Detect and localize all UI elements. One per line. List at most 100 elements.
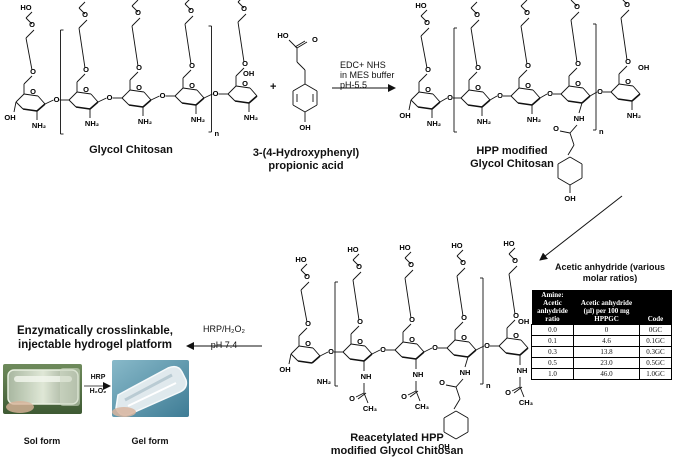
bond	[520, 0, 528, 7]
bond	[184, 3, 192, 11]
bond	[150, 95, 160, 101]
amine-label: NH₂	[244, 113, 258, 122]
glycosidic-oxygen-label: O	[484, 341, 490, 350]
ring-oxygen-label: O	[409, 335, 415, 344]
bond	[468, 71, 478, 81]
ether-oxygen-label: O	[29, 20, 35, 29]
step2-conditions: Acetic anhydride (various molar ratios)	[545, 262, 675, 284]
bond	[290, 353, 299, 362]
table-header-row: Amine: Acetic anhydride ratio Acetic anh…	[531, 290, 672, 325]
table-cell: 46.0	[573, 368, 640, 380]
amine-label: NH₂	[627, 111, 641, 120]
bond	[248, 95, 258, 104]
bond	[76, 91, 92, 95]
bond	[569, 132, 575, 146]
bond	[431, 101, 441, 110]
bond	[15, 101, 24, 110]
bond	[468, 89, 484, 93]
amine-label: NH₂	[317, 377, 331, 386]
carbonyl-oxygen-label: O	[312, 35, 318, 44]
ether-oxygen-label: O	[356, 262, 362, 271]
bond	[455, 378, 464, 388]
glycosidic-oxygen-label: O	[213, 89, 219, 98]
bond	[237, 13, 247, 23]
bond	[578, 102, 583, 114]
hydroxyl-label: OH	[243, 69, 254, 78]
bond	[508, 265, 518, 275]
hydroxyl-label: OH	[518, 317, 529, 326]
bond	[78, 27, 86, 69]
bond	[404, 257, 412, 265]
ether-oxygen-label: O	[524, 8, 530, 17]
bond	[363, 392, 369, 404]
bond	[508, 247, 516, 255]
bond	[292, 104, 306, 113]
bond	[131, 5, 139, 13]
bond	[620, 17, 628, 61]
glycosidic-oxygen-label: O	[160, 91, 166, 100]
bond	[75, 106, 91, 110]
ether-oxygen-label: O	[461, 313, 467, 322]
bond	[569, 124, 578, 134]
bond	[297, 360, 313, 364]
bond	[408, 99, 412, 111]
bond	[298, 345, 314, 349]
hydroxyl-label: HO	[415, 1, 426, 10]
bond	[311, 355, 321, 364]
table-cell: 0.5	[531, 357, 574, 369]
bond	[632, 85, 641, 95]
ether-oxygen-label: O	[424, 18, 430, 27]
table-cell: 23.0	[573, 357, 640, 369]
amide-nh-label: NH	[574, 114, 585, 123]
bond	[68, 91, 78, 101]
bond	[352, 271, 362, 281]
bond	[532, 89, 541, 99]
bond	[227, 85, 237, 95]
bond	[76, 73, 86, 83]
hpp-acid-line2: propionic acid	[268, 160, 344, 172]
bond	[143, 91, 152, 101]
bond	[78, 1, 86, 9]
ether-oxygen-label: O	[189, 61, 195, 70]
ether-oxygen-label: O	[512, 256, 518, 265]
bond	[300, 269, 308, 277]
bond	[78, 19, 88, 29]
bond	[290, 345, 300, 355]
ring-oxygen-label: O	[513, 331, 519, 340]
bond	[184, 23, 192, 65]
ether-oxygen-label: O	[135, 8, 141, 17]
bond	[481, 99, 491, 108]
bond	[570, 0, 578, 7]
bond	[415, 390, 421, 402]
bond	[418, 73, 428, 83]
bond	[420, 35, 428, 69]
bond	[90, 93, 99, 103]
table-cell: 4.6	[573, 335, 640, 347]
sol-form-photo	[3, 364, 82, 414]
bond	[121, 97, 130, 106]
ring-oxygen-label: O	[242, 79, 248, 88]
glycosidic-oxygen-label: O	[447, 93, 453, 102]
step2-line1: Acetic anhydride (various	[554, 262, 666, 272]
bond	[570, 11, 580, 21]
glycosidic-oxygen-label: O	[380, 345, 386, 354]
hydroxyl-label: OH	[438, 442, 449, 451]
ether-oxygen-label: O	[188, 6, 194, 15]
hydroxyl-label: OH	[279, 365, 290, 374]
bond	[567, 144, 575, 156]
bond	[420, 15, 428, 23]
table-cell: 0.3	[531, 346, 574, 358]
bond	[618, 65, 628, 75]
table-cell: 1.0GC	[639, 368, 672, 380]
bond	[25, 37, 33, 71]
hydroxyl-label: OH	[638, 63, 649, 72]
bond	[557, 156, 571, 165]
bond	[237, 1, 245, 9]
ether-oxygen-label: O	[83, 65, 89, 74]
step1-reagent-2: in MES buffer	[340, 70, 395, 80]
bond	[410, 99, 419, 108]
bond	[128, 104, 144, 108]
photo-arrow-label-bottom: H₂O₂	[89, 388, 107, 395]
bond	[195, 97, 205, 106]
